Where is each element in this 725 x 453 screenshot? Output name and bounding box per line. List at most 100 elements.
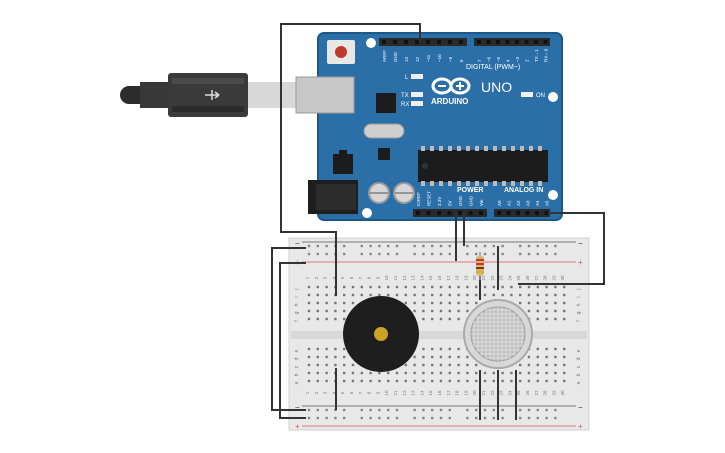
terminal-hole[interactable] [457, 355, 460, 359]
terminal-hole[interactable] [448, 285, 451, 289]
rail-hole[interactable] [545, 416, 548, 420]
terminal-hole[interactable] [554, 379, 557, 383]
terminal-hole[interactable] [404, 371, 407, 375]
terminal-hole[interactable] [439, 301, 443, 305]
rail-hole[interactable] [545, 252, 548, 256]
terminal-hole[interactable] [325, 309, 328, 313]
terminal-hole[interactable] [307, 347, 311, 351]
terminal-hole[interactable] [554, 309, 557, 313]
rail-hole[interactable] [413, 416, 416, 420]
terminal-hole[interactable] [307, 363, 311, 367]
buzzer-icon[interactable] [343, 296, 419, 372]
terminal-hole[interactable] [360, 285, 363, 289]
terminal-hole[interactable] [343, 355, 346, 359]
terminal-hole[interactable] [334, 355, 337, 359]
terminal-hole[interactable] [316, 371, 319, 375]
terminal-hole[interactable] [413, 293, 416, 297]
terminal-hole[interactable] [563, 363, 566, 367]
terminal-hole[interactable] [413, 379, 416, 383]
rail-hole[interactable] [431, 244, 434, 248]
terminal-hole[interactable] [439, 379, 443, 383]
terminal-hole[interactable] [554, 363, 557, 367]
terminal-hole[interactable] [448, 363, 451, 367]
terminal-hole[interactable] [325, 371, 328, 375]
terminal-hole[interactable] [343, 301, 346, 305]
rail-hole[interactable] [554, 408, 557, 412]
rail-hole[interactable] [378, 416, 381, 420]
rail-hole[interactable] [475, 252, 478, 256]
rail-hole[interactable] [483, 252, 487, 256]
terminal-hole[interactable] [431, 355, 434, 359]
header-hole[interactable] [426, 211, 431, 215]
terminal-hole[interactable] [475, 379, 478, 383]
terminal-hole[interactable] [457, 301, 460, 305]
terminal-hole[interactable] [413, 301, 416, 305]
rail-hole[interactable] [519, 252, 522, 256]
terminal-hole[interactable] [545, 301, 548, 305]
terminal-hole[interactable] [563, 309, 566, 313]
rail-hole[interactable] [501, 252, 504, 256]
terminal-hole[interactable] [466, 301, 469, 305]
terminal-hole[interactable] [466, 355, 469, 359]
header-hole[interactable] [477, 40, 481, 44]
terminal-hole[interactable] [466, 285, 469, 289]
terminal-hole[interactable] [563, 371, 566, 375]
terminal-hole[interactable] [378, 379, 381, 383]
terminal-hole[interactable] [325, 301, 328, 305]
rail-hole[interactable] [501, 244, 504, 248]
rail-hole[interactable] [369, 252, 372, 256]
terminal-hole[interactable] [501, 379, 504, 383]
header-hole[interactable] [486, 40, 491, 44]
terminal-hole[interactable] [527, 293, 531, 297]
terminal-hole[interactable] [316, 363, 319, 367]
terminal-hole[interactable] [501, 293, 504, 297]
terminal-hole[interactable] [316, 309, 319, 313]
rail-hole[interactable] [369, 416, 372, 420]
terminal-hole[interactable] [439, 309, 443, 313]
terminal-hole[interactable] [519, 293, 522, 297]
terminal-hole[interactable] [457, 293, 460, 297]
terminal-hole[interactable] [422, 293, 425, 297]
rail-hole[interactable] [519, 408, 522, 412]
terminal-hole[interactable] [325, 379, 328, 383]
rail-hole[interactable] [395, 244, 399, 248]
terminal-hole[interactable] [351, 379, 355, 383]
terminal-hole[interactable] [325, 293, 328, 297]
rail-hole[interactable] [316, 416, 319, 420]
terminal-hole[interactable] [387, 379, 390, 383]
rail-hole[interactable] [475, 244, 478, 248]
terminal-hole[interactable] [413, 355, 416, 359]
terminal-hole[interactable] [554, 285, 557, 289]
rail-hole[interactable] [466, 252, 469, 256]
terminal-hole[interactable] [545, 355, 548, 359]
terminal-hole[interactable] [510, 285, 513, 289]
rail-hole[interactable] [439, 408, 443, 412]
terminal-hole[interactable] [439, 317, 443, 321]
terminal-hole[interactable] [457, 371, 460, 375]
terminal-hole[interactable] [351, 285, 355, 289]
header-hole[interactable] [468, 211, 473, 215]
rail-hole[interactable] [519, 416, 522, 420]
header-hole[interactable] [535, 211, 539, 215]
rail-hole[interactable] [422, 252, 425, 256]
rail-hole[interactable] [519, 244, 522, 248]
header-hole[interactable] [524, 40, 529, 44]
terminal-hole[interactable] [448, 293, 451, 297]
rail-hole[interactable] [536, 244, 539, 248]
rail-hole[interactable] [325, 416, 328, 420]
terminal-hole[interactable] [545, 317, 548, 321]
rail-hole[interactable] [536, 252, 539, 256]
terminal-hole[interactable] [536, 371, 539, 375]
terminal-hole[interactable] [439, 347, 443, 351]
terminal-hole[interactable] [527, 363, 531, 367]
terminal-hole[interactable] [563, 355, 566, 359]
terminal-hole[interactable] [307, 301, 311, 305]
terminal-hole[interactable] [457, 363, 460, 367]
rail-hole[interactable] [387, 416, 390, 420]
terminal-hole[interactable] [457, 309, 460, 313]
terminal-hole[interactable] [369, 371, 372, 375]
header-hole[interactable] [415, 40, 419, 44]
terminal-hole[interactable] [527, 379, 531, 383]
terminal-hole[interactable] [536, 293, 539, 297]
rail-hole[interactable] [343, 416, 346, 420]
